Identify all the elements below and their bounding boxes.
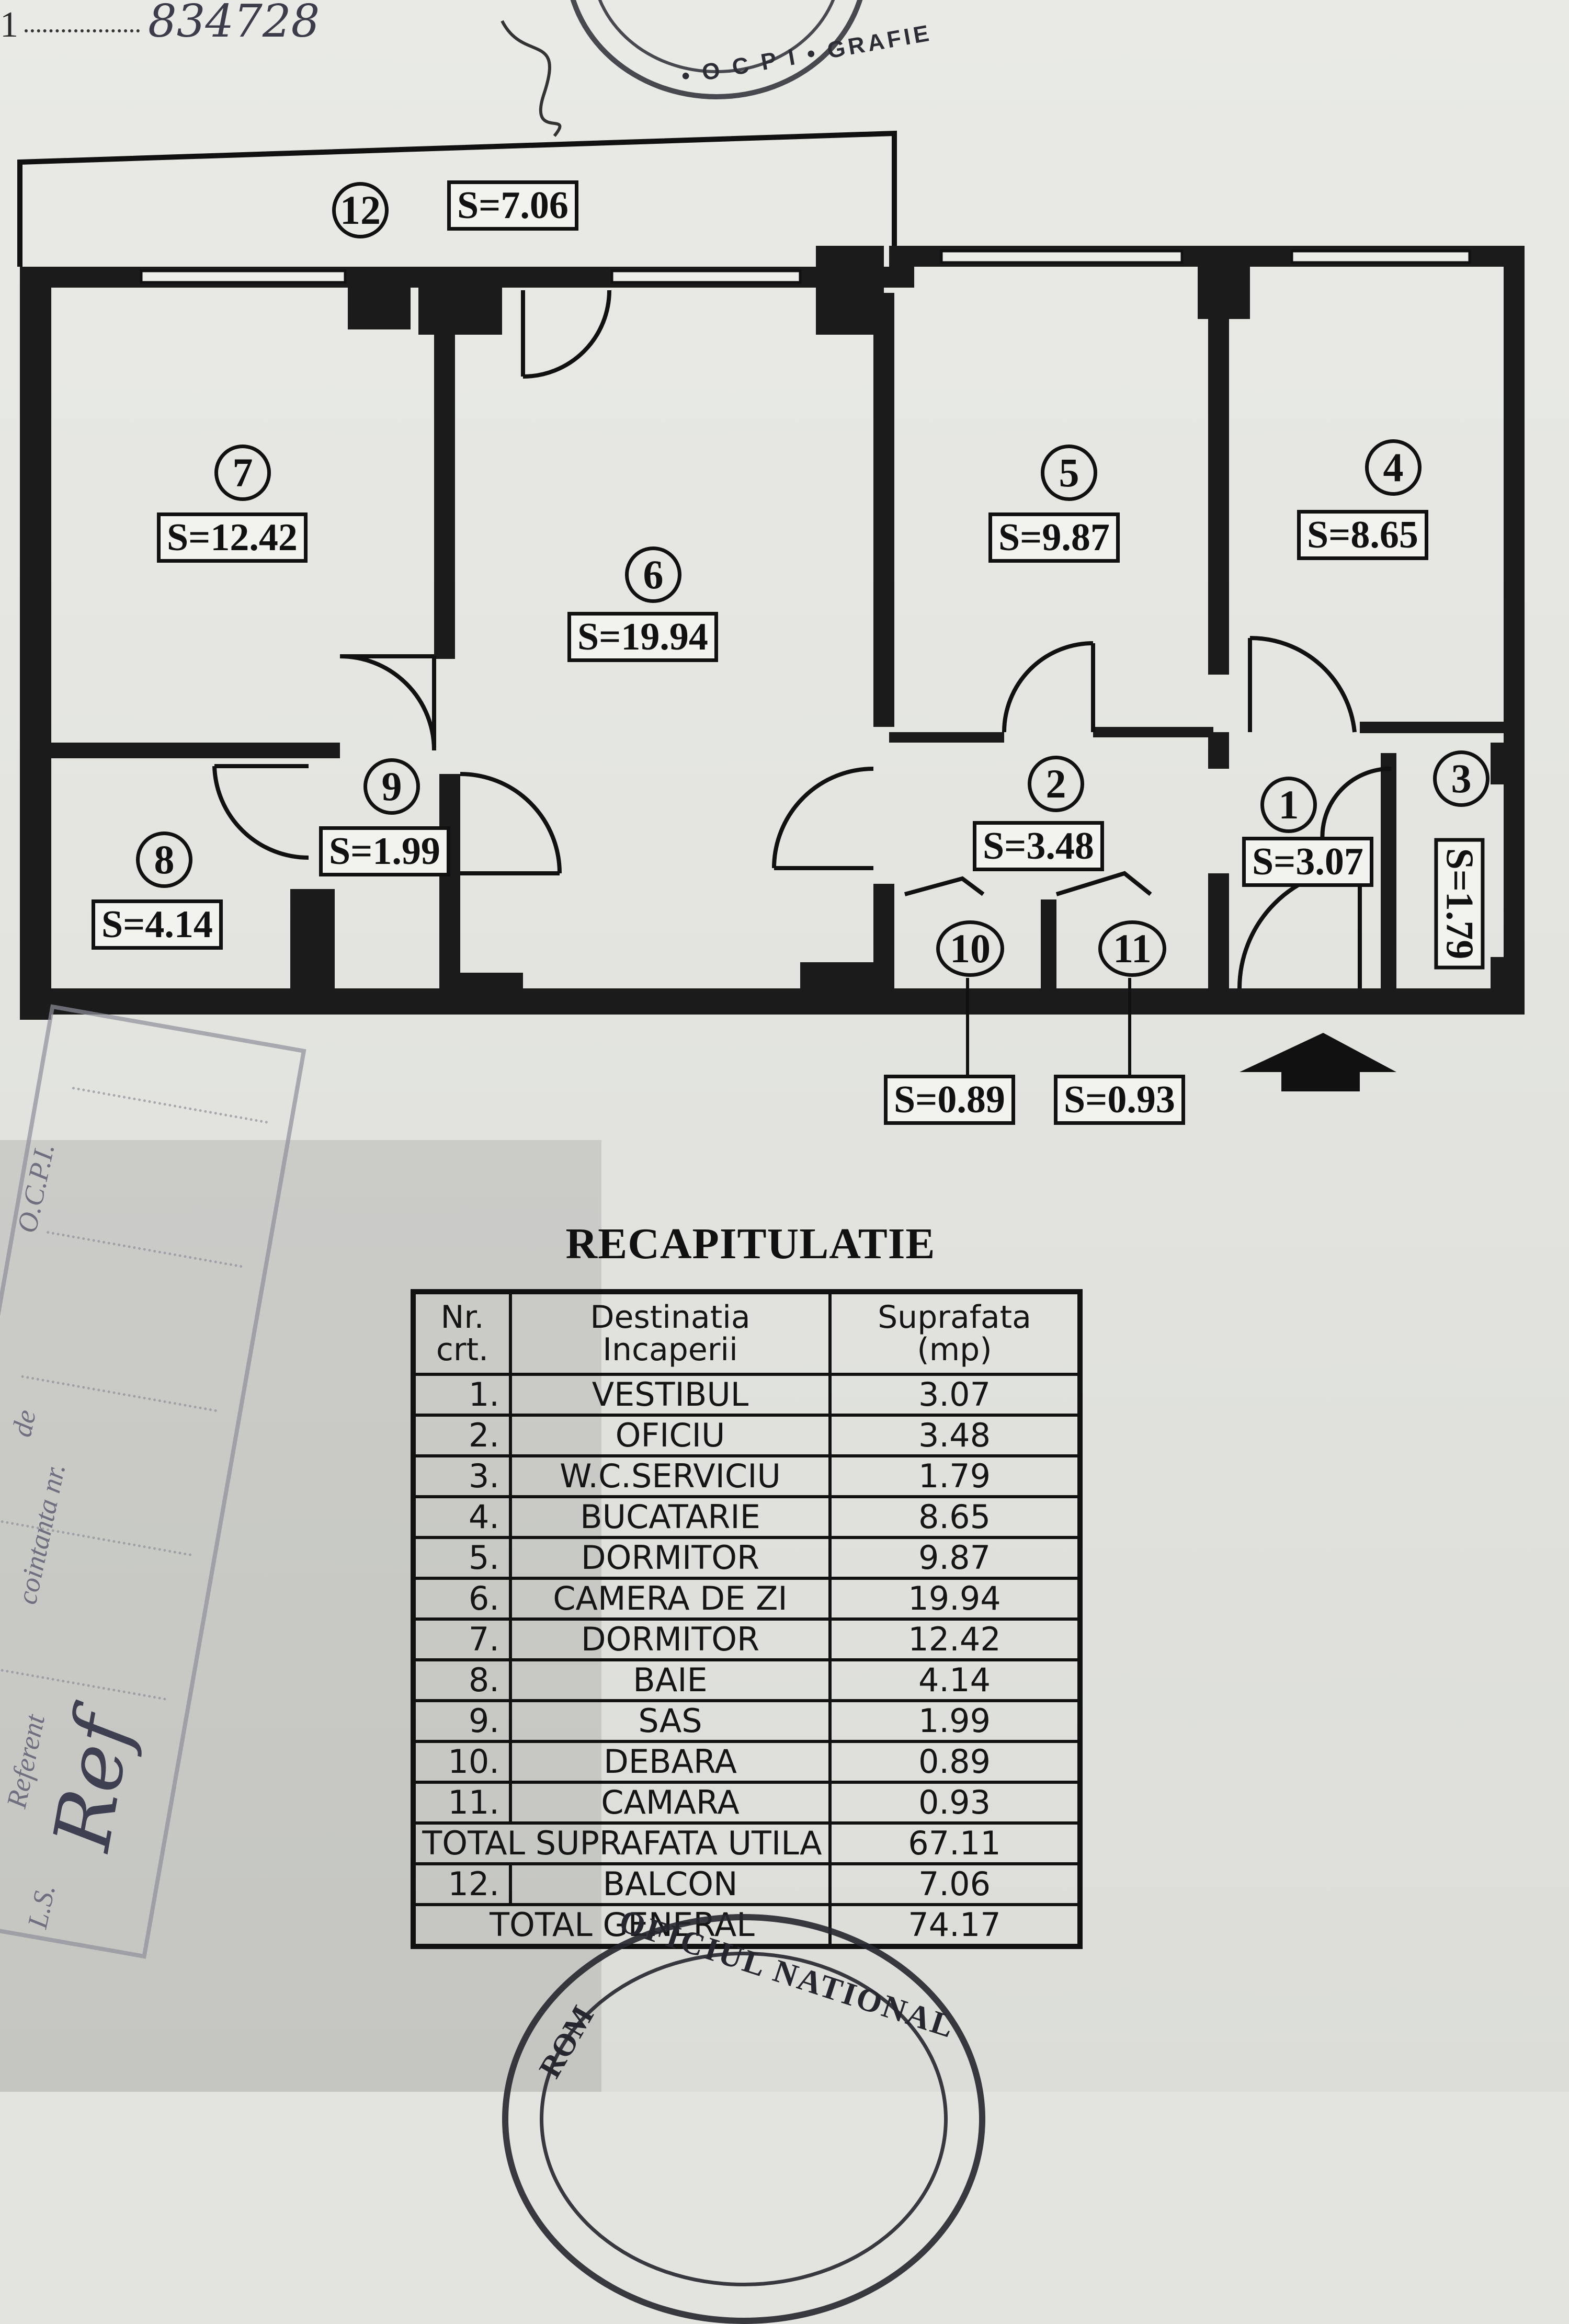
row-name: VESTIBUL [509,1373,832,1417]
area-label-8: S=4.14 [92,899,223,950]
row-area: 3.48 [828,1414,1082,1457]
row-nr: 10. [412,1740,512,1784]
room-number-6: 6 [625,546,681,603]
row-area: 3.07 [828,1373,1082,1417]
row-name: BAIE [509,1658,832,1702]
room-number-11: 11 [1098,920,1166,977]
room-number-12: 12 [332,182,389,238]
balcony-name: BALCON [509,1862,832,1906]
row-nr: 4. [412,1495,512,1539]
header-nr: Nr.crt. [412,1290,512,1376]
area-label-5: S=9.87 [988,512,1120,563]
header-area: Suprafata(mp) [828,1290,1082,1376]
row-name: DORMITOR [509,1617,832,1661]
row-nr: 3. [412,1454,512,1498]
reference-number-line: 1 834728 [0,0,377,48]
entrance-arrow-icon [1240,1033,1396,1091]
room-number-4: 4 [1365,439,1422,496]
row-nr: 9. [412,1699,512,1743]
room-number-7: 7 [214,445,271,501]
row-name: SAS [509,1699,832,1743]
total-general-area: 74.17 [828,1903,1082,1948]
area-label-12: S=7.06 [447,180,578,231]
row-name: DORMITOR [509,1536,832,1580]
interior-walls [47,293,1511,999]
area-label-11: S=0.93 [1054,1075,1185,1125]
row-name: CAMERA DE ZI [509,1577,832,1621]
reference-handwritten-number: 834728 [148,0,320,48]
row-area: 0.89 [828,1740,1082,1784]
row-area: 4.14 [828,1658,1082,1702]
outer-walls [20,246,1525,1020]
room-number-3: 3 [1433,750,1490,807]
row-name: W.C.SERVICIU [509,1454,832,1498]
area-label-1: S=3.07 [1242,837,1373,887]
row-name: OFICIU [509,1414,832,1457]
room-number-9: 9 [363,758,420,815]
balcony-outline [17,130,897,267]
row-nr: 6. [412,1577,512,1621]
total-util-label: TOTAL SUPRAFATA UTILA [412,1821,832,1865]
room-number-1: 1 [1260,777,1317,833]
row-nr: 2. [412,1414,512,1457]
area-label-10: S=0.89 [884,1075,1015,1125]
row-area: 12.42 [828,1617,1082,1661]
row-area: 0.93 [828,1781,1082,1825]
row-area: 1.99 [828,1699,1082,1743]
row-area: 19.94 [828,1577,1082,1621]
area-label-7: S=12.42 [157,512,308,563]
reference-prefix: 1 [0,5,18,45]
row-area: 8.65 [828,1495,1082,1539]
room-number-5: 5 [1041,445,1097,501]
leader-lines [966,978,1131,1077]
row-area: 1.79 [828,1454,1082,1498]
row-area: 9.87 [828,1536,1082,1580]
row-nr: 8. [412,1658,512,1702]
reference-dots [25,0,140,32]
row-name: DEBARA [509,1740,832,1784]
area-label-4: S=8.65 [1297,510,1428,560]
room-number-2: 2 [1028,756,1084,812]
area-label-9: S=1.99 [319,826,450,876]
row-nr: 7. [412,1617,512,1661]
room-number-8: 8 [136,831,192,888]
row-nr: 5. [412,1536,512,1580]
balcony-area: 7.06 [828,1862,1082,1906]
balcony-nr: 12. [412,1862,512,1906]
floor-plan-drawing [17,20,1525,1091]
area-label-6: S=19.94 [567,612,718,662]
row-nr: 11. [412,1781,512,1825]
area-label-2: S=3.48 [973,821,1104,871]
signature-scribble-top [501,20,562,137]
row-name: BUCATARIE [509,1495,832,1539]
area-label-3: S=1.79 [1434,838,1485,970]
recap-title: RECAPITULATIE [565,1220,936,1268]
row-nr: 1. [412,1373,512,1417]
total-util-area: 67.11 [828,1821,1082,1865]
windows [140,249,1471,284]
row-name: CAMARA [509,1781,832,1825]
door-swings [212,290,1392,989]
room-number-10: 10 [936,920,1004,977]
pillars [348,246,1522,994]
